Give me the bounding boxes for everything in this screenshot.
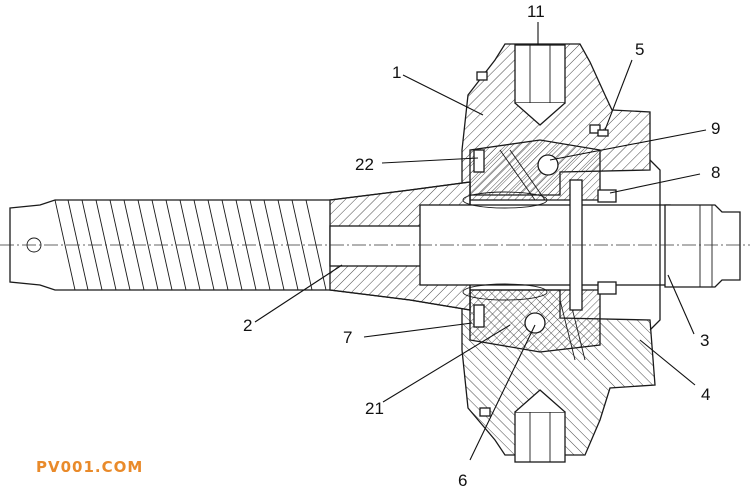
callout-1: 1 [392,63,401,82]
callout-6: 6 [458,471,467,490]
callout-22: 22 [355,155,374,174]
callout-3: 3 [700,331,709,350]
callout-8: 8 [711,163,720,182]
callout-11: 11 [527,2,545,21]
watermark-text: PV001.COM [36,458,144,476]
callout-4: 4 [701,385,710,404]
leader-lines [254,22,707,461]
screw-shaft [9,181,471,311]
callout-21: 21 [365,399,384,418]
callout-9: 9 [711,119,720,138]
callout-5: 5 [635,40,644,59]
callout-2: 2 [243,316,252,335]
callout-7: 7 [343,328,352,347]
